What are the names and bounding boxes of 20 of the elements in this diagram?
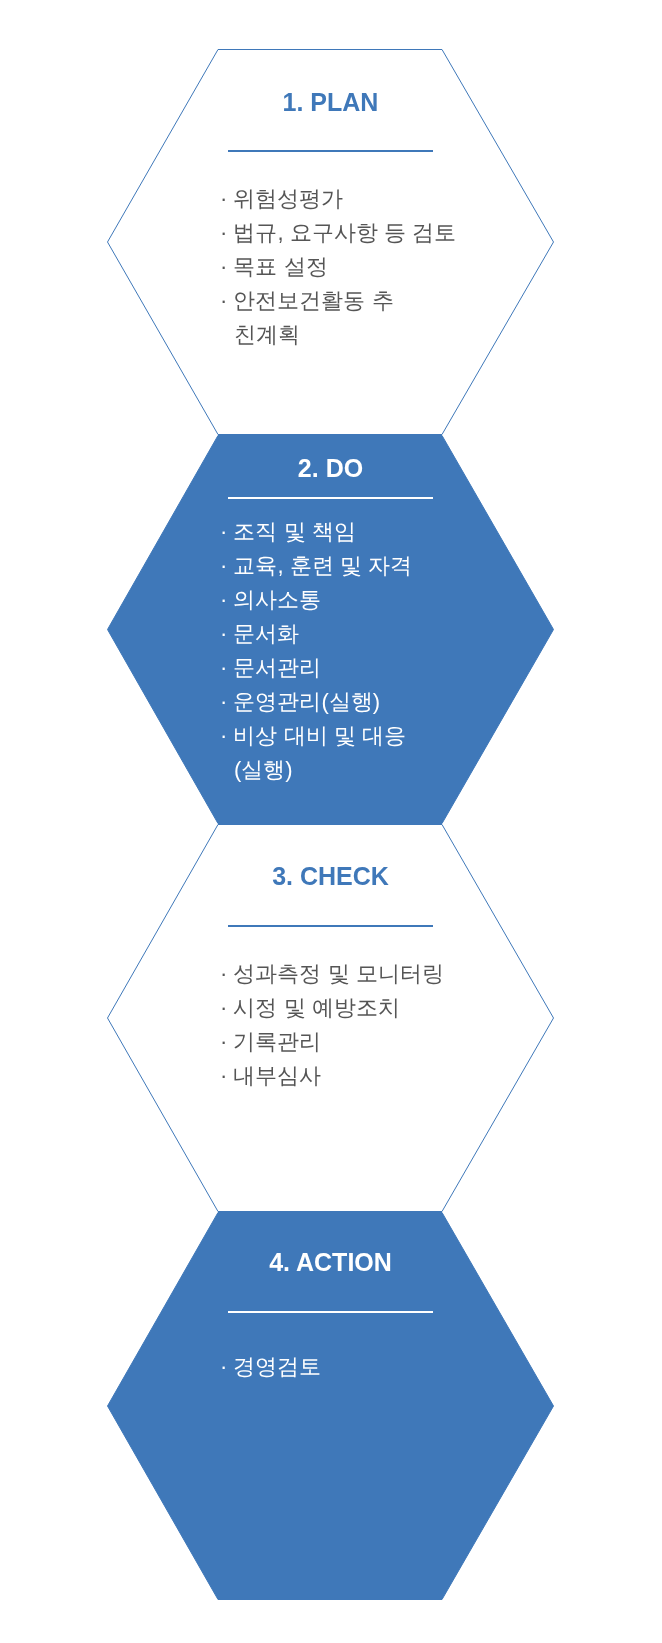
- list-item: · 운영관리(실행): [220, 688, 382, 716]
- list-item: · 성과측정 및 모니터링: [220, 960, 445, 988]
- list-item: · 교육, 훈련 및 자격: [220, 552, 413, 580]
- list-item: · 기록관리: [220, 1028, 323, 1056]
- list-item: · 경영검토: [220, 1353, 323, 1381]
- list-item: · 목표 설정: [220, 253, 329, 281]
- list-item: · 비상 대비 및 대응 (실행): [220, 722, 407, 784]
- list-item: · 문서화: [220, 620, 301, 648]
- step-title: 1. PLAN: [281, 87, 380, 117]
- step-title: 3. CHECK: [271, 861, 390, 891]
- list-item: · 조직 및 책임: [220, 518, 357, 546]
- step-title: 2. DO: [296, 453, 365, 483]
- list-item: · 문서관리: [220, 654, 323, 682]
- step-title: 4. ACTION: [268, 1247, 393, 1277]
- list-item: · 안전보건활동 추친계획: [220, 287, 395, 349]
- list-item: · 내부심사: [220, 1062, 323, 1090]
- list-item: · 의사소통: [220, 586, 323, 614]
- list-item: · 위험성평가: [220, 185, 345, 213]
- list-item: · 법규, 요구사항 등 검토: [220, 219, 457, 247]
- list-item: · 시정 및 예방조치: [220, 994, 401, 1022]
